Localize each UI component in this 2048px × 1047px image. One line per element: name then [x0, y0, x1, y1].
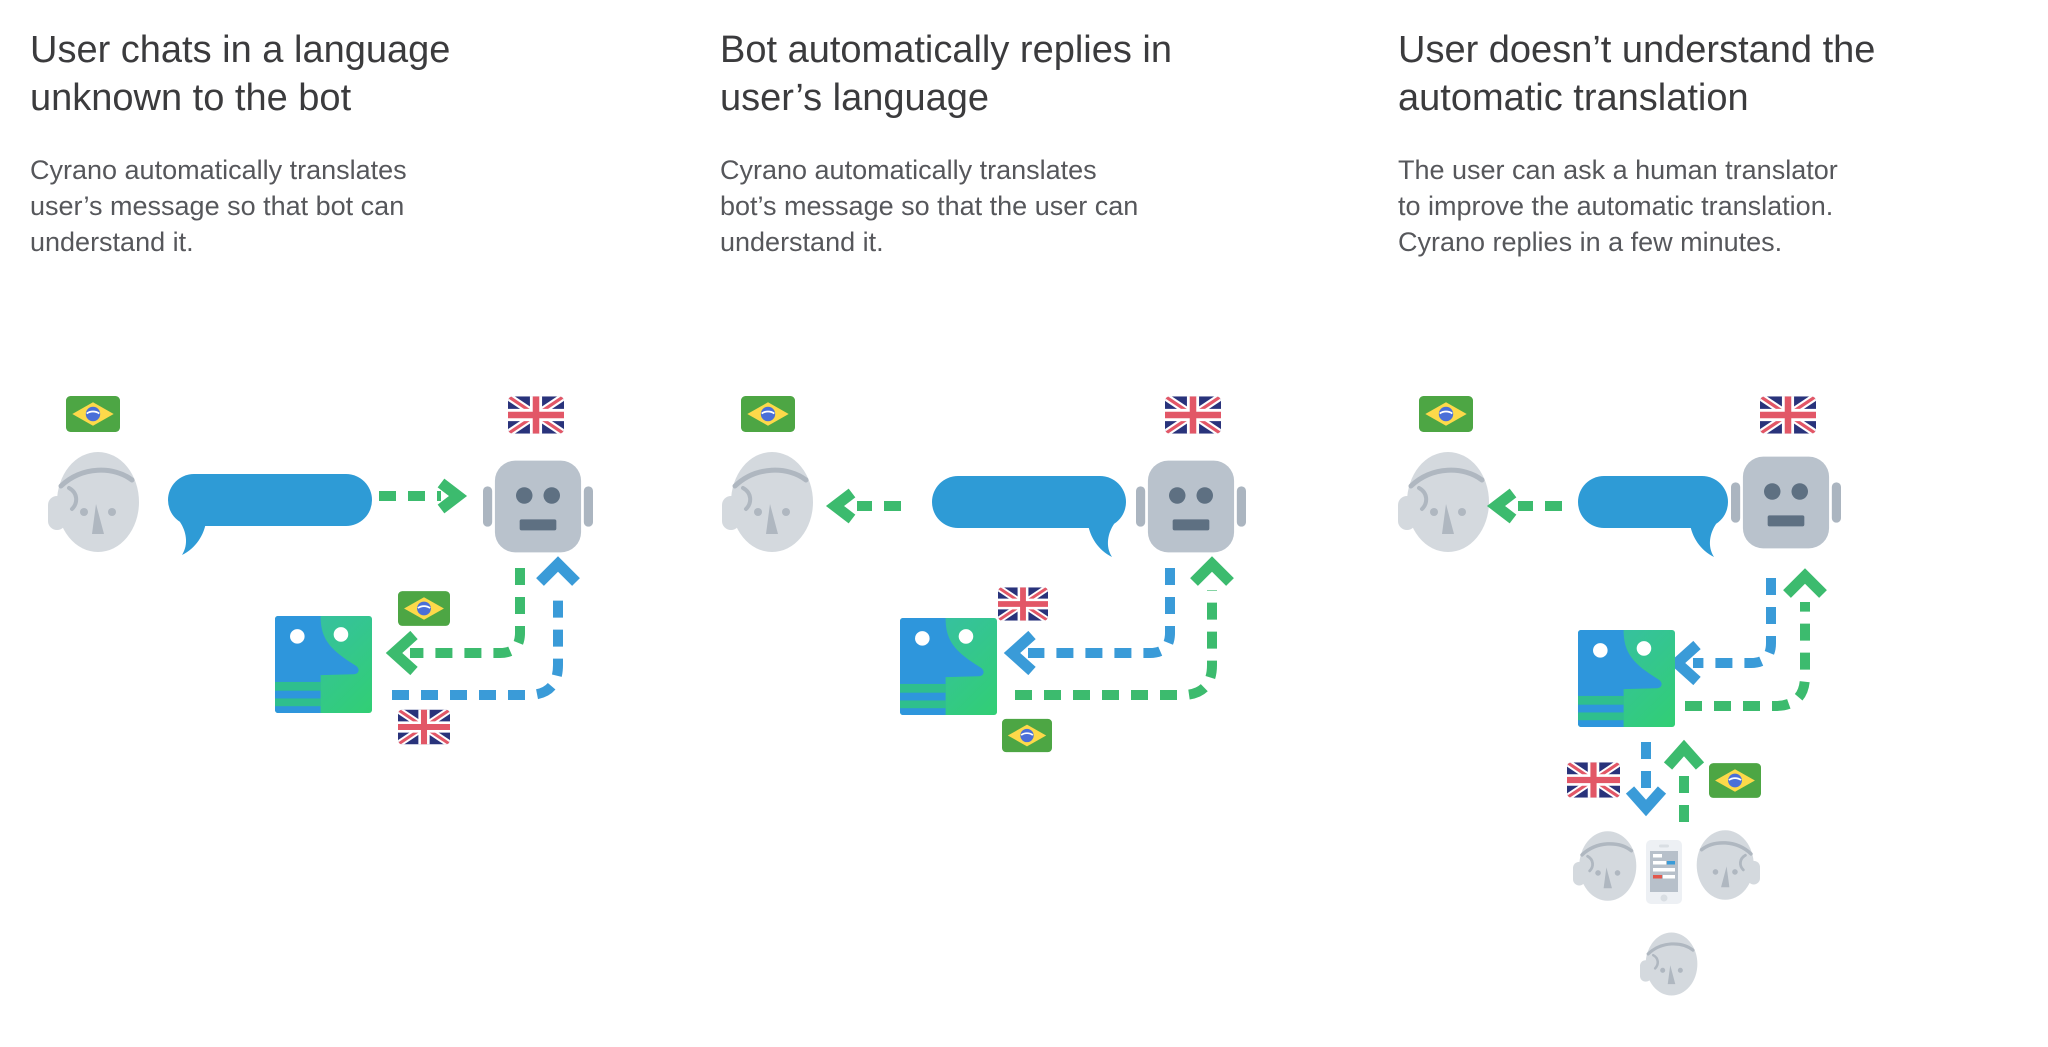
green-dashed-arrow-icon: [825, 488, 901, 524]
green-dashed-arrow-icon: [1685, 568, 1827, 711]
green-dashed-arrow-icon: [385, 568, 525, 676]
bubble-body: [168, 474, 372, 526]
translator-face-icon: [1640, 928, 1698, 1000]
cyrano-logo-icon: [1578, 630, 1675, 727]
bubble-body: [932, 476, 1126, 528]
bubble-tail: [1088, 524, 1114, 557]
blue-dashed-arrow-icon: [1003, 568, 1175, 676]
user-face-icon: [48, 450, 140, 554]
uk-flag-icon: [1165, 396, 1221, 434]
brazil-flag-icon: [1709, 763, 1761, 798]
robot-face-icon: [1731, 456, 1841, 549]
brazil-flag-icon: [398, 591, 450, 626]
illustration-bot-replies: [720, 388, 1340, 1047]
speech-bubble-icon: [168, 474, 372, 560]
smartphone-icon: [1646, 840, 1682, 904]
uk-flag-icon: [998, 586, 1048, 622]
green-dashed-arrow-icon: [1486, 488, 1562, 524]
column-description: The user can ask a human translator to i…: [1398, 155, 1838, 257]
cyrano-logo-icon: [275, 616, 372, 713]
blue-dashed-arrow-icon: [1625, 742, 1667, 817]
brazil-flag-icon: [1419, 396, 1473, 432]
column-description: Cyrano automatically translates user’s m…: [30, 155, 407, 257]
column-human-translation: User doesn’t understand the automatic tr…: [1398, 0, 2018, 1047]
user-face-icon: [722, 450, 814, 554]
speech-bubble-icon: [932, 476, 1126, 562]
green-dashed-arrow-icon: [1663, 739, 1705, 822]
bubble-tail: [1690, 524, 1716, 557]
brazil-flag-icon: [1002, 718, 1052, 753]
green-dashed-arrow-icon: [1015, 556, 1234, 700]
bubble-body: [1578, 476, 1728, 528]
uk-flag-icon: [1760, 396, 1816, 434]
cyrano-logo-icon: [900, 618, 997, 715]
robot-face-icon: [1136, 460, 1246, 553]
illustration-user-chats: [30, 388, 650, 1047]
uk-flag-icon: [508, 396, 564, 434]
speech-bubble-icon: [1578, 476, 1728, 562]
green-dashed-arrow-icon: [379, 478, 468, 514]
blue-dashed-arrow-icon: [1668, 578, 1776, 686]
translator-face-icon: [1696, 826, 1760, 904]
column-title: User doesn’t understand the automatic tr…: [1398, 29, 1876, 119]
column-user-chats: User chats in a language unknown to the …: [30, 0, 650, 1047]
translator-face-icon: [1573, 828, 1637, 904]
column-title: User chats in a language unknown to the …: [30, 29, 451, 119]
column-title: Bot automatically replies in user’s lang…: [720, 29, 1172, 119]
uk-flag-icon: [398, 709, 450, 745]
blue-dashed-arrow-icon: [392, 556, 580, 700]
user-face-icon: [1398, 450, 1490, 554]
brazil-flag-icon: [741, 396, 795, 432]
uk-flag-icon: [1567, 762, 1620, 798]
brazil-flag-icon: [66, 396, 120, 432]
bubble-tail: [180, 522, 206, 555]
robot-face-icon: [483, 460, 593, 553]
illustration-human-translation: [1398, 388, 2018, 1047]
column-description: Cyrano automatically translates bot’s me…: [720, 155, 1139, 257]
column-bot-replies: Bot automatically replies in user’s lang…: [720, 0, 1340, 1047]
